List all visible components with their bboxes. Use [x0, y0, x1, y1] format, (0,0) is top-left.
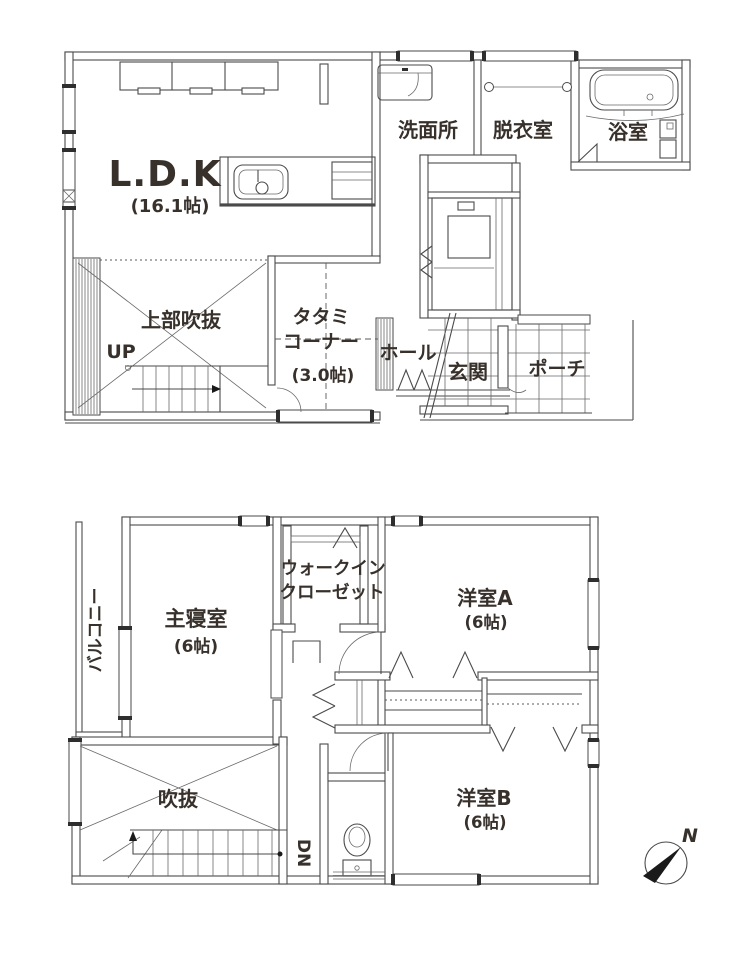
stairs-down-label: DN — [293, 839, 313, 867]
bifold-door-icon — [420, 245, 433, 279]
room-a-door — [338, 631, 382, 675]
bath-shelf-icon — [659, 119, 677, 159]
kitchen-cabinet-icon — [119, 61, 329, 105]
dressing-room-label: 脱衣室 — [493, 118, 553, 142]
wic-label-2: クローゼット — [280, 582, 385, 603]
entrance-area — [396, 312, 592, 419]
room-b-closet — [487, 693, 582, 753]
first-floor-windows — [62, 50, 591, 423]
wic-label-1: ウォークイン — [281, 559, 386, 579]
stairs-up-label: UP — [106, 341, 135, 363]
room-a-label: 洋室A — [457, 586, 513, 610]
room-b-size: (6帖) — [463, 812, 506, 832]
bathroom-label: 浴室 — [608, 120, 648, 144]
balcony-label: バルコニー — [86, 588, 106, 673]
void-above-label: 上部吹抜 — [141, 308, 222, 332]
entrance-label: 玄関 — [448, 360, 488, 384]
door-swing-icon — [276, 387, 302, 413]
hall-label: ホール — [379, 342, 436, 364]
bath-folding-door-icon — [576, 142, 598, 163]
stairs-down — [129, 829, 287, 876]
hall-niche — [292, 640, 321, 663]
bifold-door-icon — [388, 650, 478, 679]
stairs-up — [125, 365, 268, 412]
void-cross-second-floor — [79, 745, 278, 879]
sliding-door-icon — [397, 368, 431, 391]
ldk-label: L.D.K — [108, 154, 221, 195]
washroom-label: 洗面所 — [398, 118, 458, 142]
void-cross-first-floor — [77, 259, 268, 409]
master-bedroom-size: (6帖) — [174, 636, 218, 657]
vanity-sink-icon — [377, 64, 433, 101]
shoe-closet-icon — [420, 197, 513, 311]
hatched-wall-hall — [375, 317, 394, 391]
room-a-closet — [385, 650, 482, 711]
void-label: 吹抜 — [158, 787, 199, 811]
bifold-door-icon — [332, 526, 358, 549]
toilet-icon — [333, 823, 385, 880]
tatami-size-label: (3.0帖) — [292, 365, 355, 386]
front-door-icon — [497, 325, 509, 389]
porch-label: ポーチ — [528, 357, 585, 380]
bifold-door-icon — [311, 683, 336, 729]
first-floor-walls — [64, 51, 691, 424]
tile-grid-porch — [505, 324, 592, 414]
ldk-size-label: (16.1帖) — [131, 195, 210, 217]
room-a-size: (6帖) — [464, 612, 507, 632]
compass-needle-icon — [643, 847, 681, 883]
room-b-label: 洋室B — [456, 786, 511, 810]
second-floor-plan: バルコニー 主寝室 (6帖) ウォークイン クローゼット 洋室A (6帖) 洋室… — [68, 515, 600, 886]
first-floor-plan: L.D.K (16.1帖) 洗面所 脱衣室 浴室 上部吹抜 UP タタミ コーナ… — [62, 50, 691, 424]
tatami-label-1: タタミ — [292, 306, 349, 328]
toilet-door — [349, 732, 389, 772]
compass: N — [643, 825, 698, 885]
bathtub-icon — [585, 69, 685, 121]
tatami-label-2: コーナー — [283, 331, 359, 353]
master-bedroom-label: 主寝室 — [165, 607, 228, 631]
kitchen-island-icon — [219, 156, 376, 207]
bifold-door-icon — [490, 726, 578, 753]
walk-in-closet-shelves — [282, 525, 369, 625]
laundry-pole-icon — [484, 82, 572, 92]
second-floor-walls — [71, 516, 599, 885]
master-bedroom-door — [270, 629, 283, 699]
sink-icon — [233, 164, 289, 200]
tatami-grid — [275, 263, 378, 413]
second-floor-windows — [68, 515, 600, 886]
compass-circle-icon — [644, 841, 688, 885]
compass-north-label: N — [682, 825, 698, 847]
stove-icon — [331, 161, 373, 200]
hatched-wall-void-left — [72, 257, 101, 416]
faucet-icon — [255, 181, 269, 195]
tile-grid-genkan — [428, 318, 508, 406]
hall-closet — [311, 680, 363, 729]
